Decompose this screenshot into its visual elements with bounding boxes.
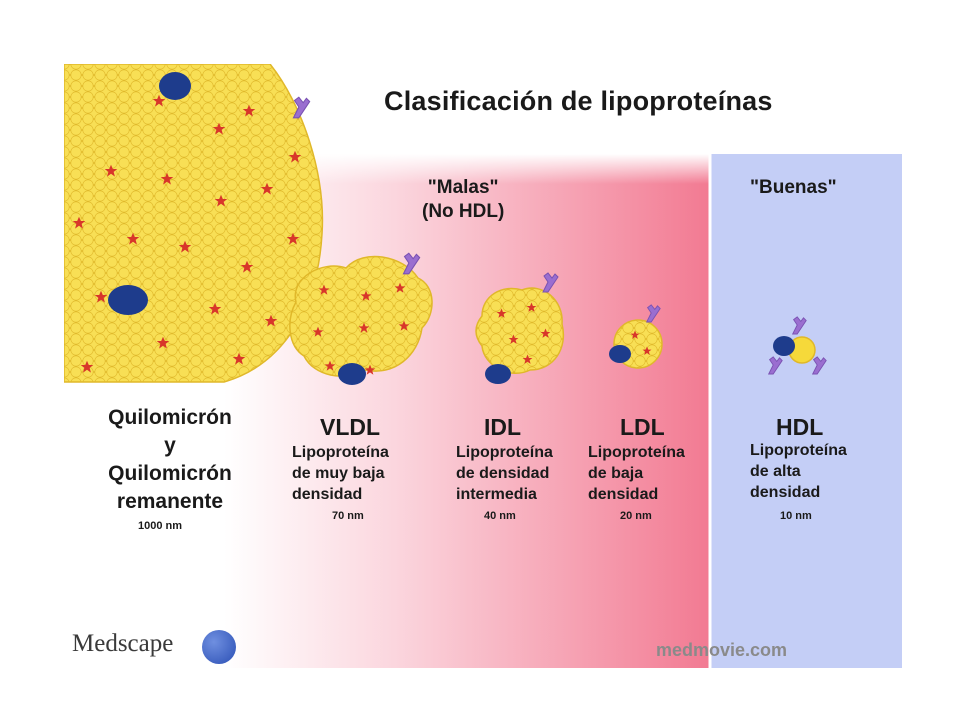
idl-desc-line3: intermedia [456,486,537,503]
apoprotein-icon [609,345,631,363]
chylomicron-name-line2: y [164,434,176,457]
ldl-size: 20 nm [620,510,652,522]
chylomicron-size: 1000 nm [138,520,183,532]
idl-name: IDL [484,414,522,440]
vldl-description: Lipoproteína de muy baja densidad [292,442,389,505]
apoprotein-icon [159,72,191,100]
apoprotein-icon [773,336,795,356]
chylomicron-name-line4: remanente [116,490,224,513]
medscape-brand: Medscape [72,630,174,657]
idl-desc-line1: Lipoproteína [456,444,553,461]
lipoprotein-figure: Clasificación de lipoproteínas "Malas" (… [64,64,902,668]
hdl-name: HDL [776,414,824,440]
apoprotein-icon [485,364,511,384]
good-group-label: "Buenas" [750,177,837,198]
hdl-size: 10 nm [780,510,812,522]
vldl-desc-line3: densidad [292,486,363,503]
good-lipoprotein-zone [710,154,902,668]
idl-particle [475,272,565,384]
hdl-desc-line3: densidad [750,484,821,501]
hdl-desc-line1: Lipoproteína [750,442,847,459]
figure-title: Clasificación de lipoproteínas [384,86,773,116]
vldl-name: VLDL [320,414,381,440]
ldl-description: Lipoproteína de baja densidad [588,442,685,505]
ldl-name: LDL [620,414,665,440]
idl-description: Lipoproteína de densidad intermedia [456,442,553,505]
ldl-desc-line2: de baja [588,465,644,482]
vldl-particle [289,252,433,385]
vldl-desc-line1: Lipoproteína [292,444,389,461]
medmovie-credit: medmovie.com [656,640,788,660]
apoprotein-icon [108,285,148,315]
chylomicron-label: Quilomicrón y Quilomicrón remanente [90,404,250,516]
ldl-desc-line3: densidad [588,486,659,503]
hdl-desc-line2: de alta [750,463,801,480]
figure-graphics [64,64,902,668]
ldl-particle [609,304,663,369]
medscape-logo-icon [202,630,236,664]
idl-size: 40 nm [484,510,516,522]
bad-group-label: "Malas" (No HDL) [422,176,504,224]
ldl-desc-line1: Lipoproteína [588,444,685,461]
chylomicron-name-line3: Quilomicrón [108,462,232,485]
idl-desc-line2: de densidad [456,465,550,482]
bad-group-label-line1: "Malas" [427,177,499,198]
vldl-size: 70 nm [332,510,364,522]
chylomicron-name-line1: Quilomicrón [108,406,232,429]
vldl-desc-line2: de muy baja [292,465,385,482]
chylomicron-particle [64,64,324,383]
apoprotein-icon [338,363,366,385]
hdl-description: Lipoproteína de alta densidad [750,440,847,503]
bad-group-label-line2: (No HDL) [422,201,505,222]
hdl-particle [768,316,827,375]
